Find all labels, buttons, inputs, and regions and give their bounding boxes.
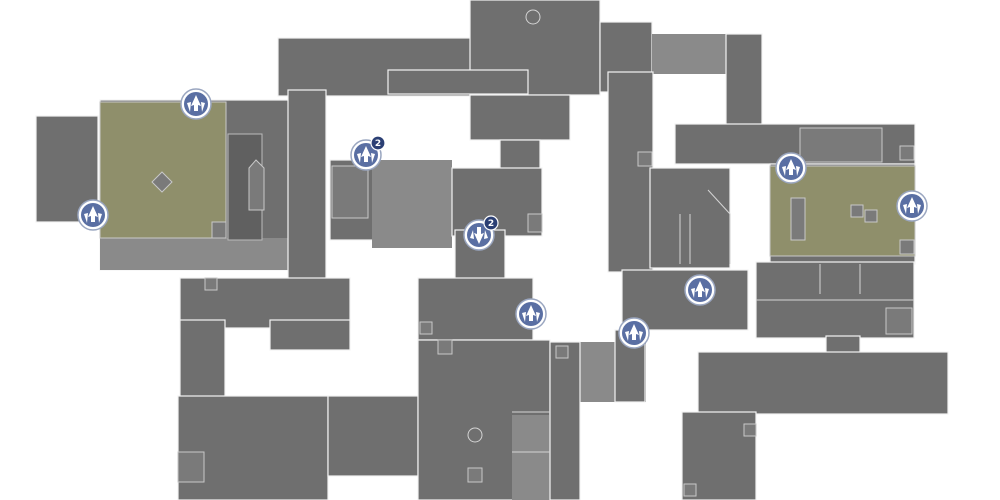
crate [211,221,227,239]
ability-marker[interactable] [618,317,650,349]
crate [864,209,878,223]
crate [850,204,864,218]
ability-marker[interactable]: 2 [463,215,499,251]
crate [437,339,453,355]
crate [899,239,915,255]
crate [467,467,483,483]
floor-region [417,277,534,341]
ability-marker-icon [84,206,102,223]
floor-region [327,395,419,477]
floor-region [177,395,329,500]
crate [248,159,265,211]
ability-marker-icon [625,324,643,341]
ability-marker-icon [903,197,921,214]
floor-region [179,319,226,401]
ability-marker[interactable] [77,199,109,231]
spike-site-a [99,101,227,239]
ability-marker[interactable]: 2 [350,135,386,171]
floor-region [287,89,327,281]
crate [637,151,653,167]
floor-region [697,351,949,415]
count-badge [483,215,499,231]
crate [151,171,173,193]
crate [683,483,697,497]
ability-marker-icon [522,305,540,322]
crate [555,345,569,359]
ability-marker[interactable] [684,274,716,306]
ability-marker[interactable] [775,152,807,184]
ability-marker-icon [782,159,800,176]
markers-layer: 22 [77,88,928,349]
floor-region [607,71,654,273]
ability-marker[interactable] [896,190,928,222]
floor-region [469,94,571,141]
props [151,9,915,497]
wall-line [512,411,550,453]
ability-marker-icon [357,146,375,163]
floor-region [549,341,581,500]
crate [790,197,806,241]
count-badge-label: 2 [488,219,494,229]
wall-line [679,189,731,264]
floor-region [269,319,351,351]
floor-region [372,160,452,248]
crate [527,213,543,233]
ability-marker-icon [691,281,709,298]
crate [799,127,883,163]
ability-marker[interactable] [515,298,547,330]
crate [743,423,757,437]
pillar [525,9,541,25]
crate [419,321,433,335]
floor-region [621,269,749,331]
crate [177,451,205,483]
crate [899,145,915,161]
crate [885,307,913,335]
wall-line [756,264,914,301]
ability-marker-down-icon [470,227,488,244]
crate [204,277,218,291]
ability-marker[interactable] [180,88,212,120]
floor-region [387,69,529,95]
count-badge [370,135,386,151]
crate [331,165,369,219]
count-badge-label: 2 [375,139,381,149]
floor-region [100,238,290,270]
pillar [467,427,483,443]
ability-marker-icon [187,95,205,112]
